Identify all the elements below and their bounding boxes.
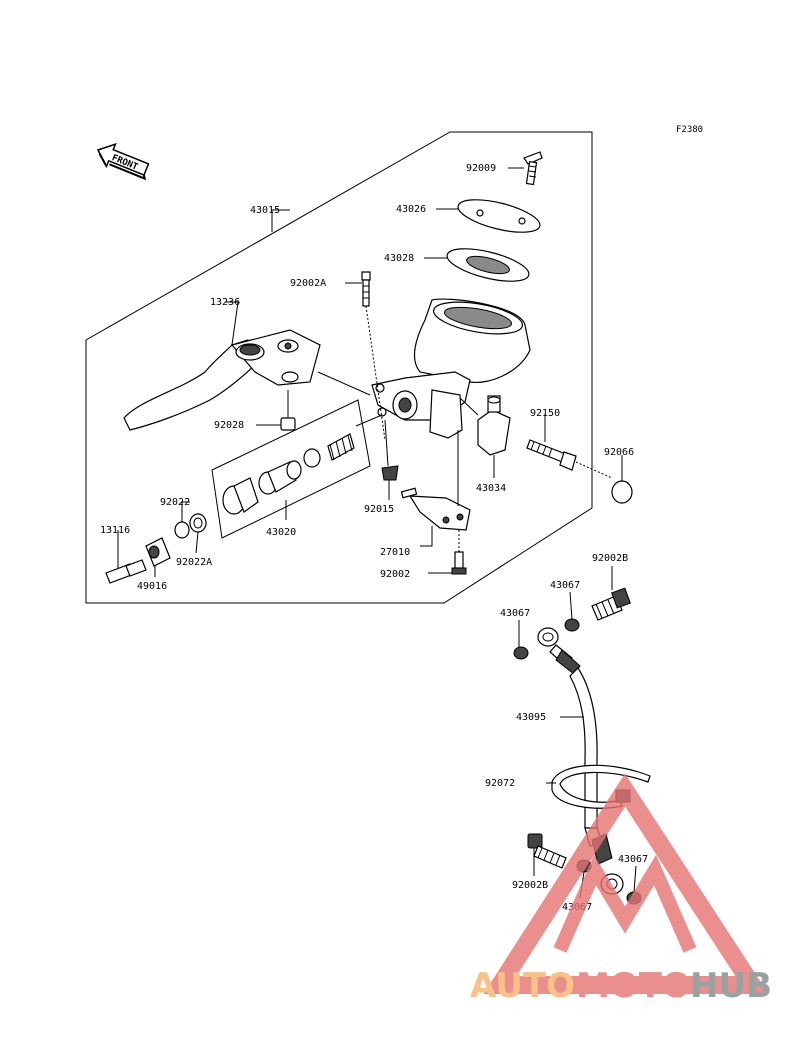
label-92028: 92028 xyxy=(214,420,244,431)
label-43034: 43034 xyxy=(476,483,506,494)
label-92015: 92015 xyxy=(364,504,394,515)
washer-43067-b xyxy=(513,646,529,660)
label-43067-d: 43067 xyxy=(618,854,648,865)
brake-switch xyxy=(400,487,471,531)
label-92066: 92066 xyxy=(604,447,634,458)
banjo-bolt-bottom xyxy=(527,833,567,869)
grommet-92015 xyxy=(381,465,399,481)
label-43015: 43015 xyxy=(250,205,280,216)
watermark-logo-icon xyxy=(483,773,769,994)
front-arrow-icon: FRONT xyxy=(96,142,150,181)
watermark-auto: AUTO xyxy=(470,966,575,1006)
label-43020: 43020 xyxy=(266,527,296,538)
screw-92002 xyxy=(451,551,467,575)
label-43028: 43028 xyxy=(384,253,414,264)
clamp-43034 xyxy=(477,395,511,456)
label-92002: 92002 xyxy=(380,569,410,580)
label-92002A: 92002A xyxy=(290,278,326,289)
reservoir-cap xyxy=(457,199,541,233)
watermark: AUTO MOTO HUB xyxy=(470,773,772,1006)
label-43026: 43026 xyxy=(396,204,426,215)
label-92150: 92150 xyxy=(530,408,560,419)
piston-kit xyxy=(222,433,355,515)
banjo-bolt-top xyxy=(591,587,631,621)
figure-code: F2380 xyxy=(676,125,703,135)
label-92072: 92072 xyxy=(485,778,515,789)
boot-49016 xyxy=(145,537,171,567)
watermark-moto: MOTO xyxy=(576,966,691,1006)
bolt-92150 xyxy=(526,439,577,471)
label-92009: 92009 xyxy=(466,163,496,174)
brake-lever xyxy=(123,329,321,431)
cap-92066 xyxy=(611,480,633,504)
label-92002B-top: 92002B xyxy=(592,553,628,564)
circlip-92022 xyxy=(174,521,190,539)
master-cylinder-body xyxy=(371,298,531,439)
washer-92022A xyxy=(189,513,207,533)
label-13236: 13236 xyxy=(210,297,240,308)
label-27010: 27010 xyxy=(380,547,410,558)
bushing-92028 xyxy=(280,417,296,431)
screw-92002A xyxy=(361,271,371,307)
assembly-boundary xyxy=(85,131,593,604)
piston-kit-box xyxy=(211,399,371,539)
label-92022A: 92022A xyxy=(176,557,212,568)
label-92022: 92022 xyxy=(160,497,190,508)
label-43067-a: 43067 xyxy=(550,580,580,591)
push-rod xyxy=(105,559,147,584)
leader-lines xyxy=(117,167,637,899)
washer-43067-a xyxy=(564,618,580,632)
label-92002B-bottom: 92002B xyxy=(512,880,548,891)
watermark-hub: HUB xyxy=(690,966,772,1006)
part-labels: 43015 92009 43026 43028 92002A 13236 920… xyxy=(100,163,648,913)
screw-92009 xyxy=(523,151,543,186)
label-13116: 13116 xyxy=(100,525,130,536)
label-49016: 49016 xyxy=(137,581,167,592)
label-43067-b: 43067 xyxy=(500,608,530,619)
label-43095: 43095 xyxy=(516,712,546,723)
